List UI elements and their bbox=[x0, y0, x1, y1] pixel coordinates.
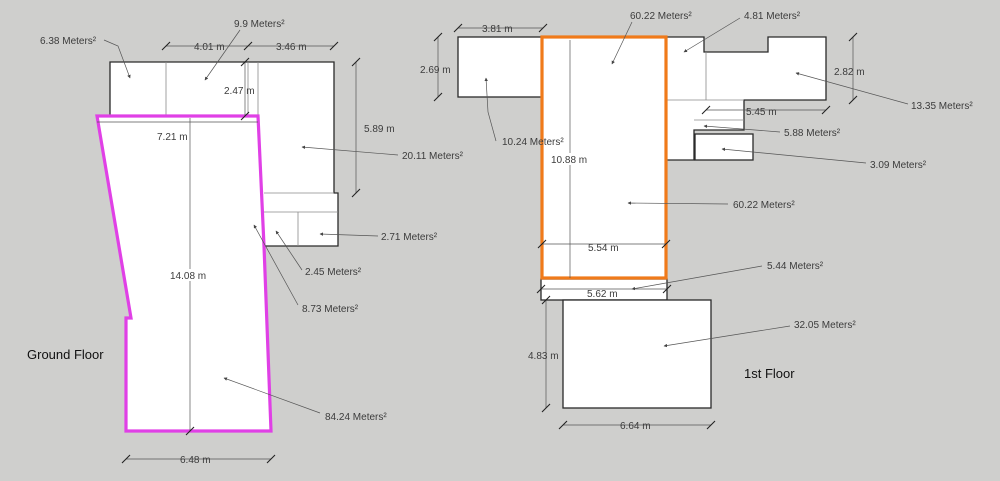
area-label: 60.22 Meters² bbox=[733, 200, 795, 211]
dim-label: 5.54 m bbox=[588, 243, 619, 254]
area-label: 6.38 Meters² bbox=[40, 36, 97, 47]
dim-label: 10.88 m bbox=[551, 155, 587, 166]
area-label: 3.09 Meters² bbox=[870, 160, 927, 171]
area-label: 20.11 Meters² bbox=[402, 151, 464, 162]
first-floor-title: 1st Floor bbox=[744, 366, 795, 381]
area-label: 32.05 Meters² bbox=[794, 320, 856, 331]
dim-label: 3.46 m bbox=[276, 42, 307, 53]
area-label: 60.22 Meters² bbox=[630, 11, 692, 22]
dim-label: 4.83 m bbox=[528, 351, 559, 362]
area-label: 2.45 Meters² bbox=[305, 267, 362, 278]
dim-label: 5.45 m bbox=[746, 107, 777, 118]
area-label: 2.71 Meters² bbox=[381, 232, 438, 243]
dim-label: 6.48 m bbox=[180, 455, 211, 466]
area-label: 8.73 Meters² bbox=[302, 304, 359, 315]
dim-label: 14.08 m bbox=[170, 271, 206, 282]
dim-label: 3.81 m bbox=[482, 24, 513, 35]
dim-label: 2.82 m bbox=[834, 67, 865, 78]
dim-label: 5.89 m bbox=[364, 124, 395, 135]
dim-label: 2.47 m bbox=[224, 86, 255, 97]
first-floor-plan: 3.81 m 2.69 m 2.82 m 5.45 m 10.88 m 5.54… bbox=[420, 11, 973, 432]
area-label: 13.35 Meters² bbox=[911, 101, 973, 112]
first-room-left bbox=[457, 36, 544, 98]
area-label: 4.81 Meters² bbox=[744, 11, 801, 22]
dim-label: 2.69 m bbox=[420, 65, 451, 76]
ground-floor-title: Ground Floor bbox=[27, 347, 104, 362]
area-label: 9.9 Meters² bbox=[234, 19, 285, 30]
area-label: 84.24 Meters² bbox=[325, 412, 387, 423]
dim-label: 4.01 m bbox=[194, 42, 225, 53]
first-room-small bbox=[694, 133, 754, 161]
area-label: 10.24 Meters² bbox=[502, 137, 564, 148]
dim-label: 6.64 m bbox=[620, 421, 651, 432]
ground-floor-plan: 4.01 m 3.46 m 2.47 m 5.89 m 7.21 m 14.08… bbox=[27, 19, 464, 466]
area-label: 5.44 Meters² bbox=[767, 261, 824, 272]
dim-label: 5.62 m bbox=[587, 289, 618, 300]
dim-label: 7.21 m bbox=[157, 132, 188, 143]
area-label: 5.88 Meters² bbox=[784, 128, 841, 139]
first-room-bottom bbox=[562, 299, 712, 409]
